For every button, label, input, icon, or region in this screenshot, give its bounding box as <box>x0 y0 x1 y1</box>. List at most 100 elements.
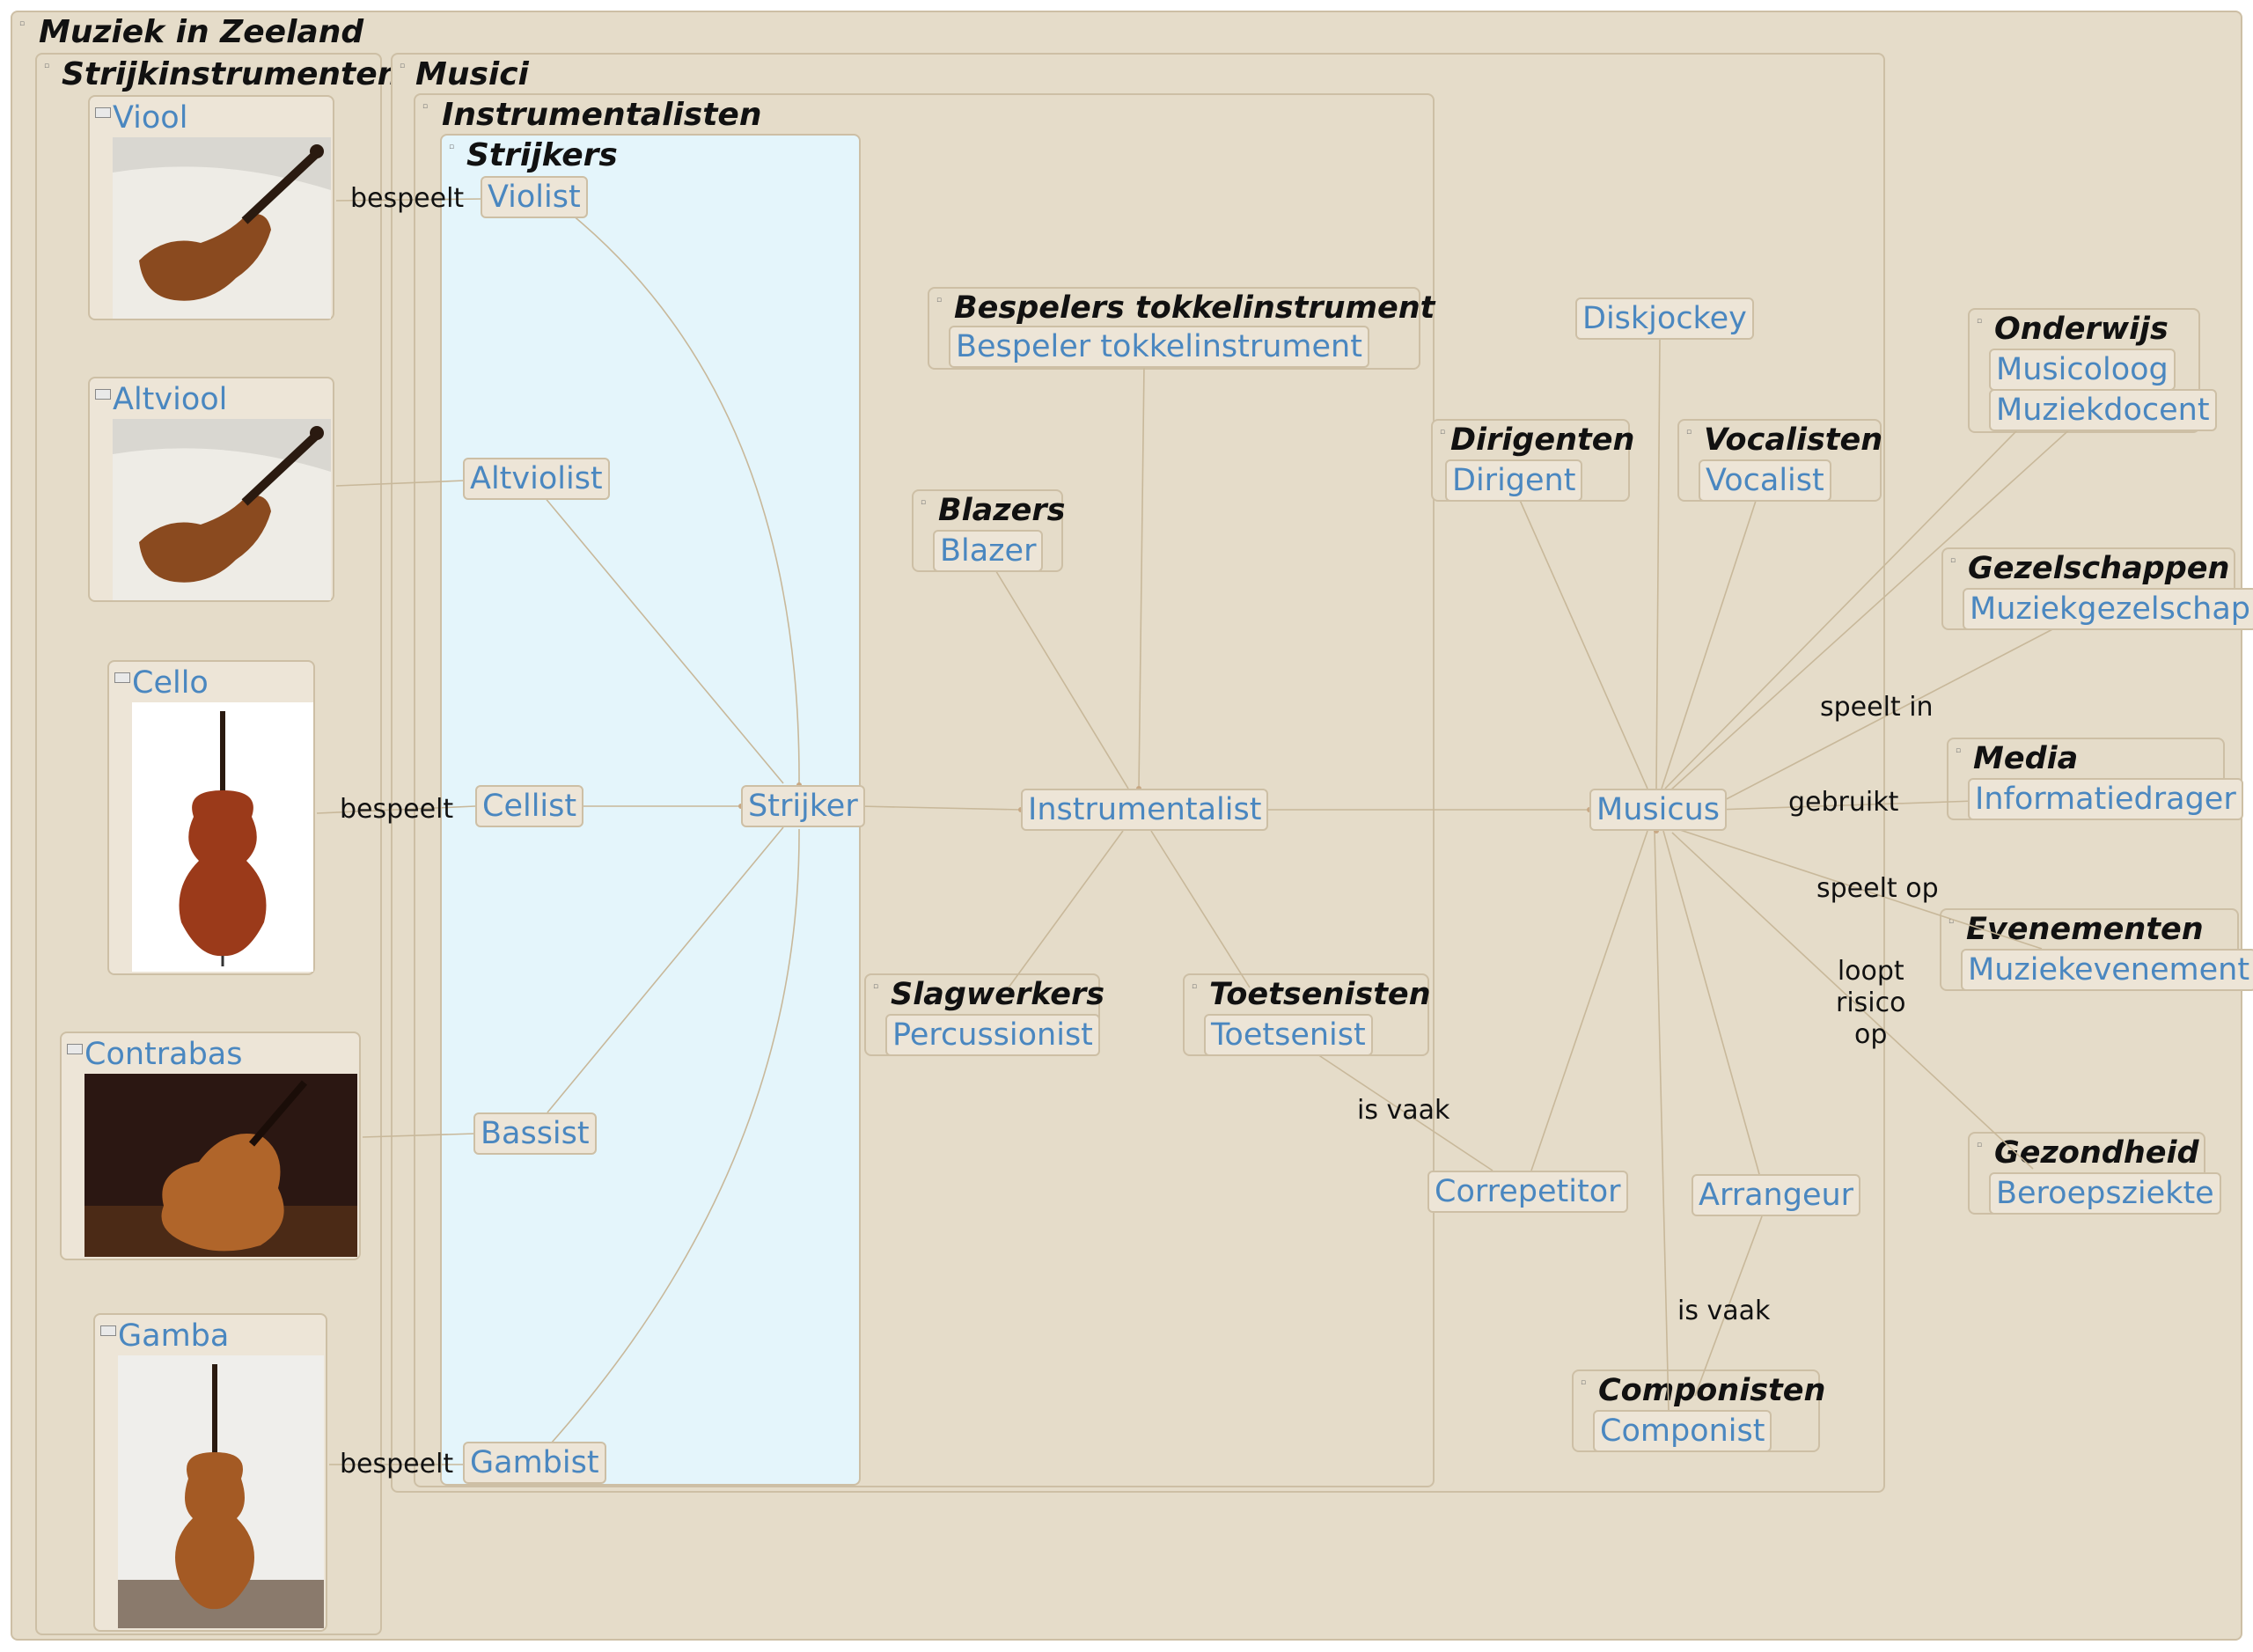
node-muziekevenement[interactable]: Muziekevenement <box>1961 949 2253 991</box>
edge-correpetitor-musicus <box>1530 830 1648 1171</box>
group-title: Media <box>1973 741 2079 776</box>
image-icon <box>67 1044 83 1054</box>
edge-altviolist-strijker <box>543 496 784 784</box>
instrument-card-gamba[interactable]: Gamba <box>93 1313 327 1632</box>
node-bespeler-tokkelinstrument[interactable]: Bespeler tokkelinstrument <box>949 326 1369 368</box>
edge-label-gebruikt: gebruikt <box>1788 787 1899 818</box>
collapse-toggle-icon[interactable]: ▫ <box>1949 556 1956 565</box>
edge-componist-arrangeur <box>1694 1215 1763 1397</box>
group-title: Strijkers <box>466 137 618 173</box>
group-title: Strijkinstrumenten <box>62 56 400 92</box>
node-gambist[interactable]: Gambist <box>463 1442 606 1484</box>
group-title: Componisten <box>1598 1373 1826 1408</box>
group-title: Blazers <box>938 493 1066 528</box>
edge-musicus-muziekdocent <box>1670 425 2074 791</box>
collapse-toggle-icon[interactable]: ▫ <box>1439 428 1446 437</box>
edge-musicus-informatiedrager <box>1715 800 1976 811</box>
collapse-toggle-icon[interactable]: ▫ <box>43 62 50 70</box>
collapse-toggle-icon[interactable]: ▫ <box>1955 746 1962 755</box>
instrument-label: Altviool <box>113 382 228 417</box>
edge-label-is-vaak: is vaak <box>1357 1095 1450 1126</box>
edge-label-bespeelt: bespeelt <box>350 183 465 214</box>
double-bass-picture <box>84 1074 357 1257</box>
image-icon <box>95 389 111 400</box>
collapse-toggle-icon[interactable]: ▫ <box>18 19 26 28</box>
instrument-card-altviool[interactable]: Altviool <box>88 377 334 602</box>
viola-picture <box>113 419 331 600</box>
node-musicoloog[interactable]: Musicoloog <box>1989 349 2176 391</box>
collapse-toggle-icon[interactable]: ▫ <box>1948 917 1955 926</box>
node-cellist[interactable]: Cellist <box>475 785 584 827</box>
node-correpetitor[interactable]: Correpetitor <box>1427 1171 1628 1213</box>
node-bassist[interactable]: Bassist <box>473 1112 597 1155</box>
node-componist[interactable]: Componist <box>1593 1410 1772 1452</box>
edge-label-speelt-in: speelt in <box>1820 692 1934 723</box>
image-icon <box>114 672 130 683</box>
collapse-toggle-icon[interactable]: ▫ <box>920 498 927 507</box>
group-title: Slagwerkers <box>891 977 1105 1012</box>
group-title: Muziek in Zeeland <box>39 14 364 50</box>
collapse-toggle-icon[interactable]: ▫ <box>872 982 879 991</box>
edge-vocalist-musicus <box>1661 497 1758 789</box>
collapse-toggle-icon[interactable]: ▫ <box>422 102 429 111</box>
node-violist[interactable]: Violist <box>481 176 588 218</box>
instrument-card-contrabas[interactable]: Contrabas <box>60 1032 361 1260</box>
group-title: Vocalisten <box>1704 422 1883 458</box>
edge-label-speelt-op: speelt op <box>1816 873 1939 904</box>
edge-gambist-strijker <box>550 828 800 1444</box>
node-strijker[interactable]: Strijker <box>741 785 865 827</box>
collapse-toggle-icon[interactable]: ▫ <box>1685 428 1692 437</box>
collapse-toggle-icon[interactable]: ▫ <box>1580 1378 1587 1387</box>
edge-toetsenist-instrumentalist <box>1150 830 1251 988</box>
node-altviolist[interactable]: Altviolist <box>463 458 610 500</box>
edge-label-bespeelt: bespeelt <box>340 794 454 825</box>
node-percussionist[interactable]: Percussionist <box>885 1014 1100 1056</box>
edge-cellist-cello <box>316 805 476 814</box>
node-diskjockey[interactable]: Diskjockey <box>1575 297 1754 340</box>
edge-musicus-musicoloog <box>1664 386 2060 789</box>
instrument-label: Cello <box>132 665 209 701</box>
edge-bassist-contrabas <box>362 1133 476 1138</box>
edge-musicus-muziekgezelschap <box>1715 626 2059 805</box>
collapse-toggle-icon[interactable]: ▫ <box>1191 982 1198 991</box>
violin-picture <box>113 137 331 319</box>
node-toetsenist[interactable]: Toetsenist <box>1204 1014 1373 1056</box>
node-arrangeur[interactable]: Arrangeur <box>1692 1174 1861 1216</box>
node-dirigent[interactable]: Dirigent <box>1445 459 1583 502</box>
group-title: Instrumentalisten <box>442 97 762 133</box>
node-beroepsziekte[interactable]: Beroepsziekte <box>1989 1172 2221 1215</box>
edge-label-is-vaak: is vaak <box>1677 1296 1771 1326</box>
edge-label-bespeelt: bespeelt <box>340 1449 454 1479</box>
node-informatiedrager[interactable]: Informatiedrager <box>1968 778 2243 820</box>
instrument-card-viool[interactable]: Viool <box>88 95 334 320</box>
collapse-toggle-icon[interactable]: ▫ <box>1976 1141 1983 1149</box>
instrument-card-cello[interactable]: Cello <box>107 660 315 975</box>
node-musicus[interactable]: Musicus <box>1589 789 1727 831</box>
edge-componist-musicus <box>1654 830 1670 1413</box>
collapse-toggle-icon[interactable]: ▫ <box>1976 317 1983 326</box>
gamba-picture <box>118 1355 324 1628</box>
edge-diskjockey-musicus <box>1655 337 1661 789</box>
group-title: Onderwijs <box>1994 312 2169 347</box>
edge-blazer-instrumentalist <box>994 568 1129 789</box>
edge-tokkel-instrumentalist <box>1138 363 1145 789</box>
edge-strijker-instrumentalist <box>858 805 1022 811</box>
edge-musicus-beroepsziekte <box>1671 832 2034 1170</box>
group-title: Gezelschappen <box>1968 551 2230 586</box>
collapse-toggle-icon[interactable]: ▫ <box>936 296 943 305</box>
instrument-label: Contrabas <box>84 1037 243 1072</box>
edge-arrangeur-musicus <box>1662 830 1765 1191</box>
node-muziekgezelschap[interactable]: Muziekgezelschap <box>1963 588 2253 630</box>
instrument-label: Gamba <box>118 1318 230 1354</box>
node-instrumentalist[interactable]: Instrumentalist <box>1021 789 1269 831</box>
edge-violist-strijker <box>571 214 800 784</box>
collapse-toggle-icon[interactable]: ▫ <box>448 143 455 151</box>
node-vocalist[interactable]: Vocalist <box>1699 459 1831 502</box>
collapse-toggle-icon[interactable]: ▫ <box>399 62 406 70</box>
group-title: Evenementen <box>1966 912 2204 947</box>
node-muziekdocent[interactable]: Muziekdocent <box>1989 389 2217 431</box>
edge-altviolist-altviool <box>335 480 466 487</box>
node-blazer[interactable]: Blazer <box>933 530 1044 572</box>
group-title: Musici <box>415 56 529 92</box>
